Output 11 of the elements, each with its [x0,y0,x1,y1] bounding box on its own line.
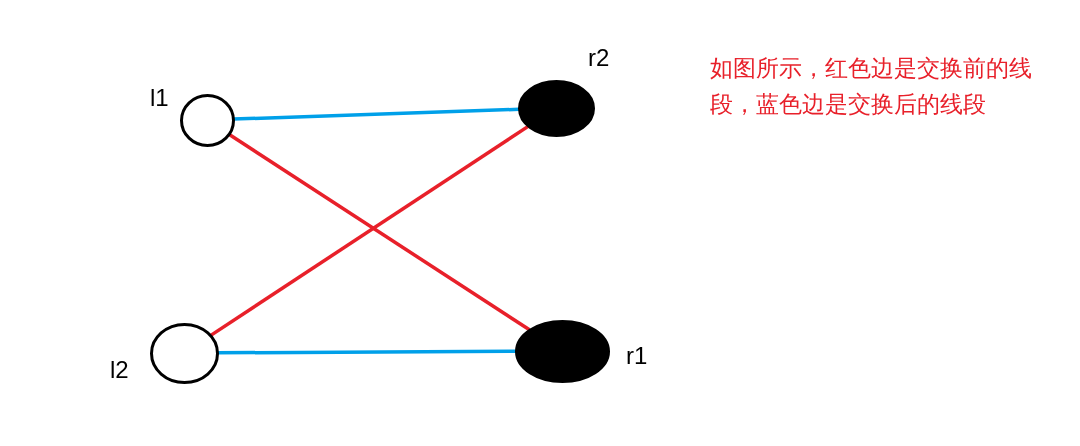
vertex-label: r2 [588,44,610,72]
vertex-circle [179,93,235,147]
vertex-circle [149,322,219,384]
vertex-circle [514,319,610,383]
vertex-circle [517,79,595,137]
line-segment [217,349,516,355]
line-segment [232,107,520,121]
vertex-label: r1 [626,342,648,370]
vertex-label: l1 [150,84,169,112]
vertex-label: l2 [110,356,129,384]
note-text: 如图所示，红色边是交换前的线段，蓝色边是交换后的线段 [710,54,1033,119]
